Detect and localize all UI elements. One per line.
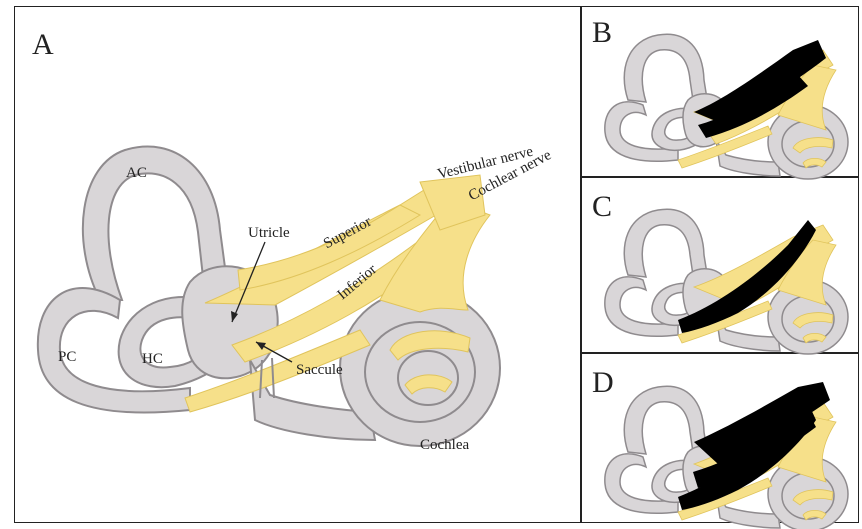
panel-c-ear <box>605 209 848 354</box>
label-saccule: Saccule <box>296 363 343 378</box>
label-hc: HC <box>142 352 163 367</box>
label-cochlea: Cochlea <box>420 438 469 453</box>
label-utricle: Utricle <box>248 226 290 241</box>
panel-a-ear <box>38 147 500 446</box>
panel-label-c: C <box>592 192 612 222</box>
panel-label-a: A <box>32 30 54 60</box>
label-ac: AC <box>126 166 147 181</box>
panel-label-d: D <box>592 368 614 398</box>
panel-b-ear <box>605 34 848 179</box>
panel-label-b: B <box>592 18 612 48</box>
panel-d-ear <box>605 382 848 529</box>
label-pc: PC <box>58 350 76 365</box>
